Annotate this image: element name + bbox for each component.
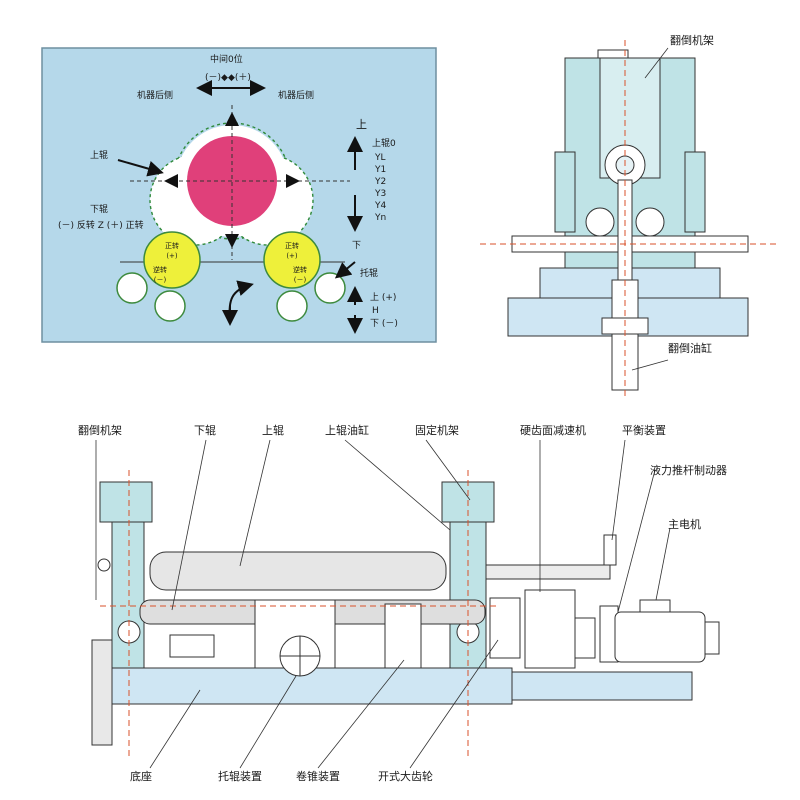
lower-roll-label: 下辊 [90,203,108,215]
side-view-labels: 翻倒机架 翻倒油缸 [631,33,714,371]
left-frame-top [99,481,153,523]
down-label: 下 [352,241,361,251]
leader-balance-device [611,439,626,541]
gear-reducer [524,589,576,669]
h-down-label: 下 (－) [370,319,398,329]
reverse-sign-right: (－) [294,276,307,284]
triangle-up-icon [225,112,239,126]
upper-roll-zero-label: 上辊0 [372,137,396,149]
forward-sign-left: (+) [166,252,178,260]
leader-open-gear [409,639,499,769]
front-base-ext [511,671,693,701]
coupling [574,617,596,659]
front-hydraulic-brake-label: 液力推杆制动器 [650,463,727,477]
y-axis-item: Y2 [374,177,386,187]
front-upper-roll-cylinder-label: 上辊油缸 [325,423,369,437]
support-roll [116,272,148,304]
side-roll-left [585,207,615,237]
front-base-label: 底座 [130,769,152,783]
lower-roll-right [263,231,321,289]
front-fixed-frame-label: 固定机架 [415,423,459,437]
upper-roll-shaft-ext [485,564,611,580]
roll-support-block [169,634,215,658]
lower-roll-left [143,231,201,289]
y-axis-item: Y4 [374,201,386,211]
support-roll [276,290,308,322]
up-label: 上 [356,118,367,131]
front-view-text: 翻倒机架 下辊 上辊 上辊油缸 固定机架 硬齿面减速机 平衡装置 液力推杆制动器… [78,423,727,783]
front-open-gear-label: 开式大齿轮 [378,769,433,783]
front-support-roll-device-label: 托辊装置 [218,769,262,783]
reverse-label-left: 逆转 [153,265,167,274]
front-lower-roll-label: 下辊 [194,423,216,437]
support-roll [314,272,346,304]
y-axis-item: Y1 [374,165,386,175]
y-axis-item: Y3 [374,189,386,199]
h-up-label: 上 (+) [370,292,396,303]
left-frame-post [91,639,113,746]
triangle-left-icon [164,174,178,188]
side-tilt-frame-leader [644,47,669,79]
front-view [91,470,720,760]
balance-cylinder [603,534,617,566]
side-tilt-cylinder-label: 翻倒油缸 [668,341,712,355]
left-frame-column [111,521,145,669]
side-roll-right [635,207,665,237]
support-roll [154,290,186,322]
triangle-down-icon [225,234,239,248]
y-axis-item: Yn [374,213,386,223]
left-frame-pin [97,558,111,572]
forward-label-right: 正转 [285,241,299,250]
front-base [111,667,513,705]
rotate-line-label: (－) 反转 Z (＋) 正转 [58,219,144,231]
side-frame-right-wing [684,151,706,233]
side-tilt-cylinder-leader [631,359,669,371]
cone-device [384,603,422,669]
machine-rear-right-label: 机器后侧 [278,89,314,101]
y-axis-item: YL [374,153,386,163]
side-tilt-frame-label: 翻倒机架 [670,33,714,47]
leader-lower-roll [171,439,207,611]
front-cone-device-label: 卷锥装置 [296,769,340,783]
y-axis-list: YL Y1 Y2 Y3 Y4 Yn [374,153,386,223]
leader-hydraulic-brake [617,469,656,613]
triangle-right-icon [286,174,300,188]
support-roll-label: 托辊 [360,267,378,279]
h-label: H [372,306,379,316]
motor-terminal-box [639,599,671,613]
front-tilt-frame-label: 翻倒机架 [78,423,122,437]
front-upper-roll-label: 上辊 [262,423,284,437]
front-main-motor-label: 主电机 [668,517,701,531]
open-gear-housing [489,597,521,659]
motor-end-cap [704,621,720,655]
side-view [480,40,780,400]
front-balance-device-label: 平衡装置 [622,424,666,437]
minus-plus-marks: (－)◆◆(＋) [205,72,251,83]
leader-upper-roll [239,439,271,567]
reverse-sign-left: (－) [154,276,167,284]
machine-rear-left-label: 机器后侧 [137,89,173,101]
leader-fixed-frame [425,439,471,501]
leader-cone-device [317,659,405,769]
leader-upper-roll-cylinder [344,439,451,531]
front-view-labels [95,439,671,769]
leader-main-motor [655,527,671,601]
forward-sign-right: (+) [286,252,298,260]
roll-position-diagram: 中间0位 (－)◆◆(＋) 机器后侧 机器后侧 上 上辊0 YL Y1 Y2 Y… [41,47,437,343]
front-gear-reducer-label: 硬齿面减速机 [520,423,586,437]
side-top-cap [597,49,629,59]
side-frame-left-wing [554,151,576,233]
front-upper-roll [149,551,447,591]
reverse-label-right: 逆转 [293,265,307,274]
upper-roll-label: 上辊 [90,149,108,161]
upper-roll-pointer-icon [117,159,164,177]
center-zero-label: 中间0位 [210,53,243,65]
leader-support-roll-device [239,675,297,769]
support-roll-pointer-icon [334,261,356,279]
main-motor [614,611,706,663]
leader-base [149,689,201,769]
forward-label-left: 正转 [165,241,179,250]
